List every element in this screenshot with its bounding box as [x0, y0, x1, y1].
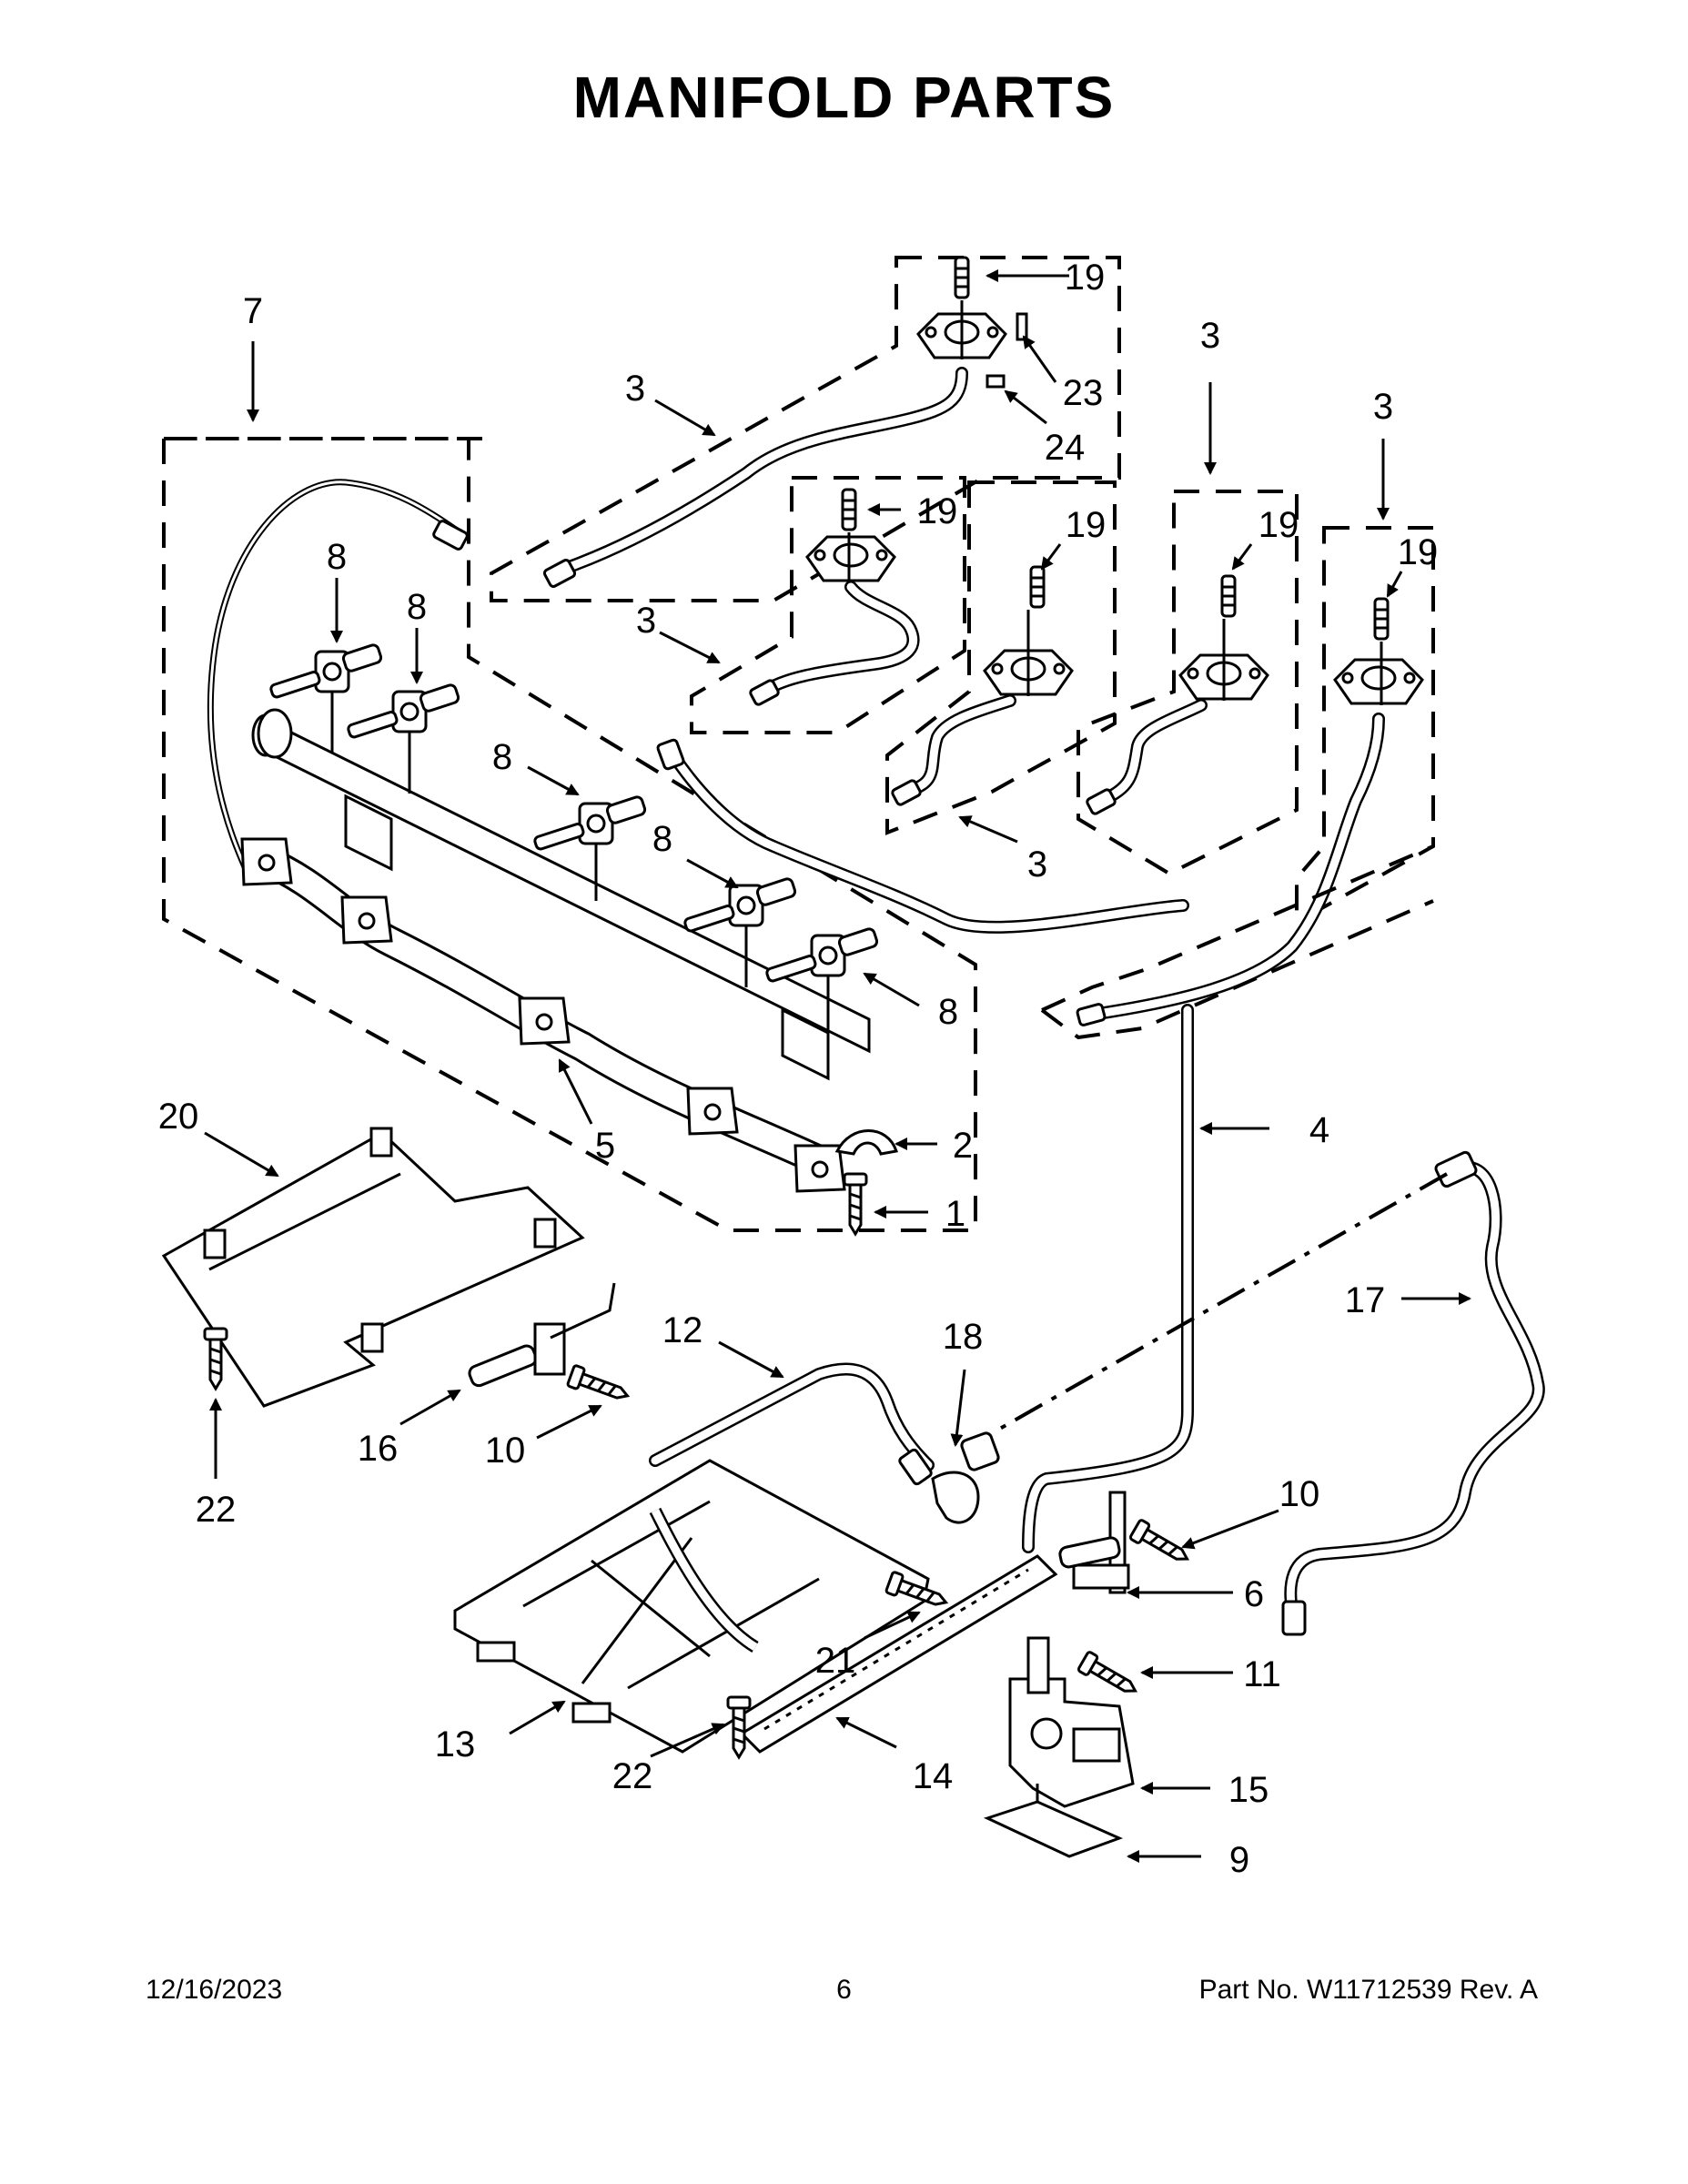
callout-6: 6	[1244, 1574, 1264, 1614]
callout-3: 3	[636, 601, 656, 641]
callout-4: 4	[1309, 1110, 1329, 1150]
callout-2: 2	[953, 1126, 973, 1166]
callout-3: 3	[1027, 844, 1047, 885]
callout-3: 3	[1373, 387, 1393, 427]
callout-22: 22	[196, 1490, 237, 1530]
burner-bases	[490, 256, 1435, 1040]
callout-8: 8	[492, 737, 512, 777]
callout-5: 5	[595, 1126, 615, 1166]
footer-page-number: 6	[836, 1975, 852, 2005]
callout-3: 3	[625, 369, 645, 409]
callout-15: 15	[1228, 1770, 1269, 1810]
footer-date: 12/16/2023	[146, 1975, 283, 2005]
callout-7: 7	[243, 291, 263, 331]
callout-8: 8	[652, 819, 672, 859]
callout-19: 19	[1066, 505, 1107, 545]
callout-10: 10	[485, 1431, 526, 1471]
callout-3: 3	[1200, 316, 1220, 356]
callout-8: 8	[407, 587, 427, 627]
callout-12: 12	[662, 1310, 703, 1350]
callout-19: 19	[1065, 258, 1106, 298]
callout-20: 20	[158, 1097, 199, 1137]
callout-19: 19	[1398, 532, 1439, 572]
callout-24: 24	[1045, 428, 1086, 468]
callout-13: 13	[435, 1724, 476, 1764]
callout-1: 1	[945, 1194, 965, 1234]
callout-14: 14	[913, 1756, 954, 1796]
leader-arrows	[204, 269, 1471, 1863]
footer-part-number: Part No. W11712539 Rev. A	[1198, 1975, 1538, 2005]
callout-17: 17	[1345, 1280, 1386, 1320]
callout-8: 8	[938, 992, 958, 1032]
manifold-boundary	[162, 437, 977, 1232]
callout-19: 19	[917, 491, 958, 531]
callout-labels: 7 3 19 23 24 3 3 3 19 19 19 19 3 8 8 8 8…	[158, 258, 1439, 1880]
callout-23: 23	[1063, 373, 1104, 413]
manifold-assembly	[162, 437, 977, 1236]
callout-16: 16	[358, 1429, 399, 1469]
supply-tube	[1022, 1004, 1194, 1553]
callout-8: 8	[327, 537, 347, 577]
callout-11: 11	[1243, 1654, 1281, 1694]
callout-9: 9	[1229, 1840, 1249, 1880]
page-title: MANIFOLD PARTS	[572, 65, 1116, 130]
callout-18: 18	[943, 1317, 984, 1357]
callout-19: 19	[1258, 505, 1299, 545]
callout-22: 22	[612, 1756, 653, 1796]
callout-10: 10	[1279, 1474, 1320, 1514]
callout-21: 21	[815, 1641, 856, 1681]
oven-parts	[161, 1127, 1195, 1858]
